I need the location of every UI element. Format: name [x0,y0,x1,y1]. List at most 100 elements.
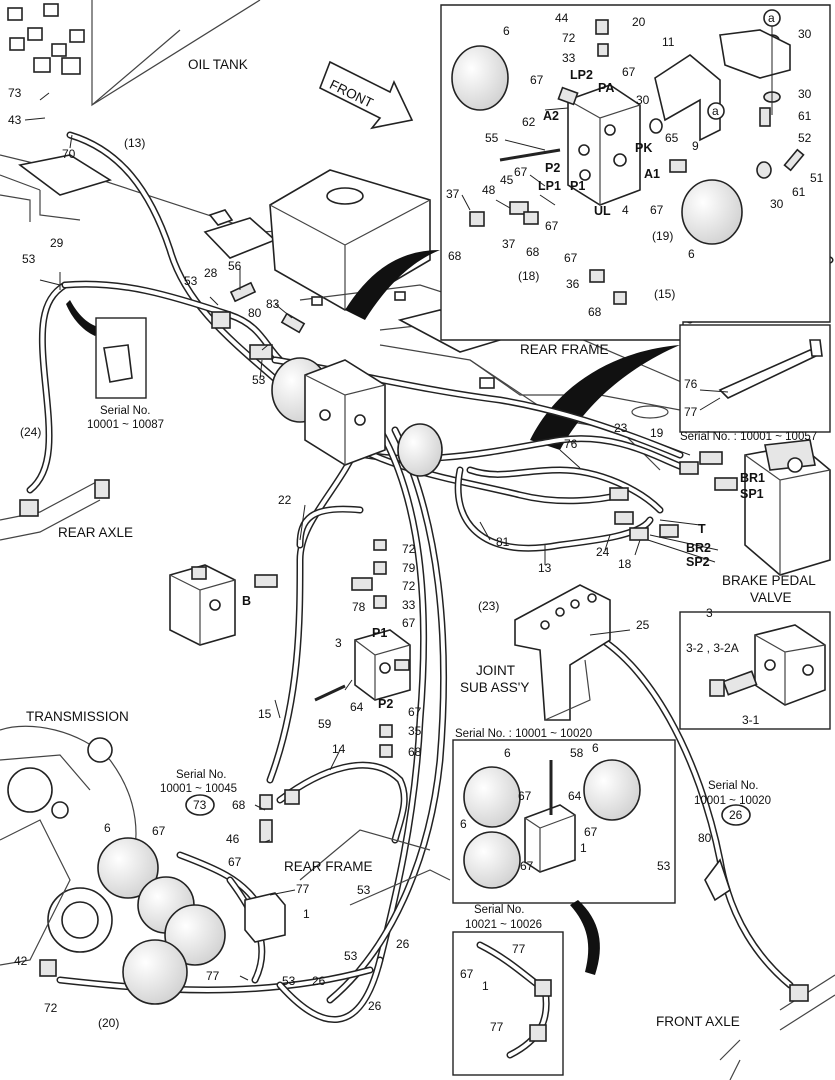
callout: 76 [564,437,578,451]
callout: (20) [98,1016,119,1030]
callout: 80 [698,831,712,845]
callout: 13 [538,561,552,575]
callout: 77 [206,969,220,983]
serial-label: Serial No. [474,904,525,916]
callout: 42 [14,954,28,968]
serial-labels: Serial No. 10001 ~ 10087 Serial No. : 10… [87,317,817,931]
sub-assy-label: SUB ASS'Y [460,680,529,695]
rear-frame-lower-label: REAR FRAME [284,859,373,874]
callout: 22 [278,493,292,507]
callout: 67 [564,251,578,265]
serial-label: Serial No. : 10001 ~ 10057 [680,431,817,443]
callout: 68 [408,745,422,759]
port-label: T [698,522,706,536]
callout: 73 [193,798,207,812]
callout: 65 [665,131,679,145]
callout: 67 [228,855,242,869]
callout: 53 [184,274,198,288]
serial-label: 10001 ~ 10045 [160,783,237,795]
callout: 6 [104,821,111,835]
callout: 51 [810,171,824,185]
callout: 33 [562,51,576,65]
port-label: A1 [644,167,660,181]
rear-frame [0,154,746,471]
callout: 83 [266,297,280,311]
callout: 33 [402,598,416,612]
brake-pedal-label: BRAKE PEDAL [722,573,816,588]
callout: 72 [402,579,416,593]
callout: 29 [50,236,64,250]
callout: 6 [504,746,511,760]
port-label: BR2 [686,541,711,555]
callout: 68 [526,245,540,259]
port-label: P1 [570,179,585,193]
port-label: B [242,594,251,608]
callout: 53 [22,252,36,266]
callout: 67 [518,789,532,803]
callout: 37 [446,187,460,201]
serial-label: 10001 ~ 10087 [87,419,164,431]
brake-pedal-valve [609,439,831,576]
valve-block-3 [314,539,411,758]
callout: 30 [636,93,650,107]
port-label: PK [635,141,652,155]
callout: 77 [490,1020,504,1034]
callout: 18 [618,557,632,571]
callout: (19) [652,229,673,243]
port-label: LP1 [538,179,561,193]
serial-label: Serial No. [708,780,759,792]
callout: 1 [303,907,310,921]
callout: 44 [555,11,569,25]
callout: 6 [592,741,599,755]
callout: 53 [657,859,671,873]
callout: 61 [798,109,812,123]
front-arrow: FRONT [318,60,414,130]
callout: 36 [566,277,580,291]
callout: (13) [124,136,145,150]
callout: 67 [650,203,664,217]
callout: 9 [692,139,699,153]
callout: (23) [478,599,499,613]
callout: 25 [636,618,650,632]
callout: 67 [152,824,166,838]
callout: 3 [335,636,342,650]
port-label: P2 [545,161,560,175]
callout: 67 [460,967,474,981]
callout: 68 [232,798,246,812]
callout: 26 [396,937,410,951]
port-label: UL [594,204,611,218]
port-label: SP1 [740,487,764,501]
callout: 64 [568,789,582,803]
callout: 70 [62,147,76,161]
callout: 67 [402,616,416,630]
callout: 52 [798,131,812,145]
callout: 53 [344,949,358,963]
callout: 56 [228,259,242,273]
serial-label: Serial No. [100,405,151,417]
callout: 79 [402,561,416,575]
callout: 46 [226,832,240,846]
callout: 37 [502,237,516,251]
transmission-label: TRANSMISSION [26,709,129,724]
callout: 67 [520,859,534,873]
serial-label: 10021 ~ 10026 [465,919,542,931]
callout: 6 [688,247,695,261]
callout: 61 [792,185,806,199]
inset-accumulators [452,739,676,904]
circled-labels [185,9,781,826]
callout: 26 [729,808,743,822]
callout: 43 [8,113,22,127]
callout: 53 [252,373,266,387]
callout: 26 [312,974,326,988]
callout: 35 [408,724,422,738]
callout: 45 [500,173,514,187]
callout: 1 [482,979,489,993]
joint-label: JOINT [476,663,515,678]
inset-bracket-76 [679,324,831,433]
callout: 77 [684,405,698,419]
port-label: P1 [372,626,387,640]
callout: 67 [408,705,422,719]
callout: 77 [512,942,526,956]
callout: 62 [522,115,536,129]
callout: 1 [580,841,587,855]
